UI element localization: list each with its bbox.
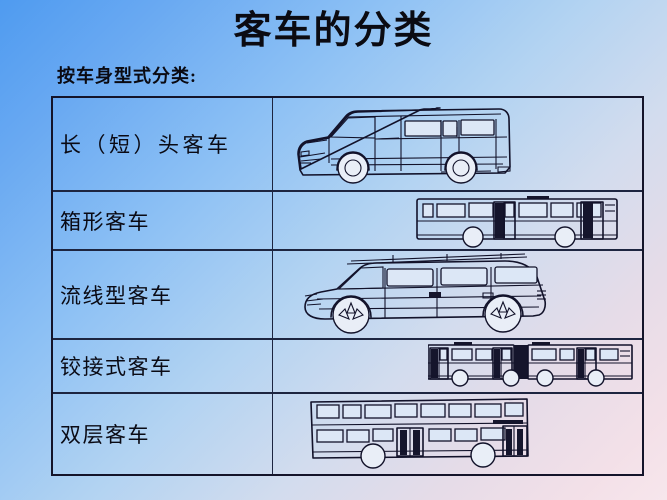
table-row: 长（短）头客车 — [53, 98, 642, 192]
subtitle-classification-basis: 按车身型式分类: — [57, 66, 197, 86]
table-cell-illustration — [273, 251, 642, 338]
table-row: 铰接式客车 — [53, 340, 642, 394]
double-decker-bus-side-view-icon — [310, 398, 529, 469]
row-label: 长（短）头客车 — [60, 133, 232, 157]
table-cell-illustration — [273, 98, 642, 190]
table-cell-label: 流线型客车 — [53, 251, 273, 338]
page-title: 客车的分类 — [233, 10, 434, 52]
table-row: 箱形客车 — [53, 192, 642, 251]
row-label: 流线型客车 — [60, 283, 173, 308]
streamlined-mpv-minivan-side-view-icon — [304, 253, 547, 334]
row-label: 铰接式客车 — [60, 355, 173, 379]
table-row: 双层客车 — [53, 394, 642, 474]
table-cell-illustration — [273, 192, 642, 249]
table-cell-label: 双层客车 — [53, 394, 273, 474]
table-cell-label: 长（短）头客车 — [53, 98, 273, 190]
table-row: 流线型客车 — [53, 251, 642, 340]
table-cell-label: 铰接式客车 — [53, 340, 273, 392]
row-label: 双层客车 — [60, 423, 150, 447]
classification-table: 长（短）头客车 — [51, 96, 644, 476]
table-cell-illustration — [273, 394, 642, 474]
table-cell-label: 箱形客车 — [53, 192, 273, 249]
van-short-hood-minibus-side-view-icon — [297, 107, 511, 184]
articulated-bus-side-view-icon — [428, 342, 633, 387]
box-shaped-city-bus-side-view-icon — [416, 196, 618, 248]
table-cell-illustration — [273, 340, 642, 392]
row-label: 箱形客车 — [60, 209, 150, 234]
